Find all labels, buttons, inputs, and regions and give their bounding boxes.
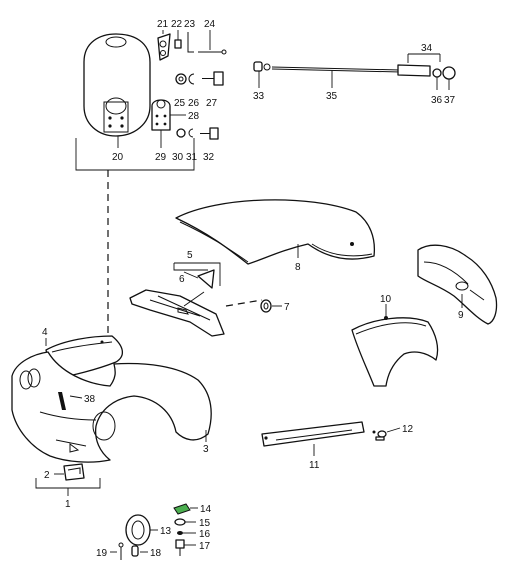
callout-9: 9 [458,310,464,321]
cable-ferrule-part[interactable] [432,68,442,78]
callout-35: 35 [326,91,338,102]
callout-19: 19 [96,548,108,559]
callout-17: 17 [199,541,211,552]
cowl-panel-part[interactable] [129,289,225,337]
callout-34: 34 [421,43,433,54]
callout-5: 5 [187,250,193,261]
hood-cable-part[interactable] [271,66,401,73]
washer-part-2[interactable] [176,128,186,138]
rear-quarter-panel-part[interactable] [417,244,498,325]
roof-panel-part[interactable] [175,199,376,265]
rubber-pad-part[interactable] [173,503,191,515]
callout-21: 21 [157,19,169,30]
callout-20: 20 [112,152,124,163]
callout-8: 8 [295,262,301,273]
grommet-part[interactable] [260,299,272,313]
bolt-part[interactable] [202,71,224,86]
rocker-sill-part[interactable] [261,421,365,447]
stud-part[interactable] [175,539,185,556]
pin-part[interactable] [174,39,182,49]
front-body-part[interactable] [11,351,212,463]
callout-32: 32 [203,152,215,163]
callout-36: 36 [431,95,443,106]
callout-33: 33 [253,91,265,102]
pin-part-2[interactable] [118,542,124,560]
callout-30: 30 [172,152,184,163]
hinge-plate-part[interactable] [151,99,171,131]
spring-part[interactable] [187,32,194,53]
callout-labels: 21 22 23 24 25 26 27 28 20 29 30 31 32 3… [42,19,464,559]
clip-part[interactable] [188,73,195,85]
callout-12: 12 [402,424,414,435]
callout-23: 23 [184,19,196,30]
callout-28: 28 [188,111,200,122]
callout-27: 27 [206,98,218,109]
hood-lid-part[interactable] [83,33,151,137]
clip-part-2[interactable] [188,128,194,138]
callout-11: 11 [309,460,320,471]
cable-end-part[interactable] [253,61,271,72]
callout-25: 25 [174,98,186,109]
washer-part-3[interactable] [174,518,186,526]
cable-sleeve-part[interactable] [397,64,431,77]
hood-latch-part[interactable] [157,33,171,61]
callout-18: 18 [150,548,162,559]
callout-1: 1 [65,499,71,510]
callout-29: 29 [155,152,167,163]
nose-bracket-part[interactable] [63,463,85,481]
callout-3: 3 [203,444,209,455]
callout-14: 14 [200,504,212,515]
callout-10: 10 [380,294,392,305]
callout-38: 38 [84,394,96,405]
horn-grille-ring-part[interactable] [125,514,151,546]
washer-part[interactable] [175,73,187,85]
callout-22: 22 [171,19,183,30]
wheel-arch-trim-part[interactable] [58,392,66,410]
sill-fastener-part[interactable] [372,430,387,441]
rubber-grommet-part[interactable] [131,545,139,557]
nut-part[interactable] [177,531,183,535]
callout-2: 2 [44,470,50,481]
bolt-part-2[interactable] [200,127,219,140]
callout-26: 26 [188,98,200,109]
cable-knob-part[interactable] [442,66,456,80]
callout-13: 13 [160,526,172,537]
vent-flap-part[interactable] [197,269,215,289]
callout-4: 4 [42,327,48,338]
callout-16: 16 [199,529,211,540]
rear-fender-part[interactable] [351,316,439,387]
callout-15: 15 [199,518,211,529]
callout-24: 24 [204,19,216,30]
callout-6: 6 [179,274,185,285]
callout-31: 31 [186,152,198,163]
callout-37: 37 [444,95,456,106]
callout-7: 7 [284,302,290,313]
